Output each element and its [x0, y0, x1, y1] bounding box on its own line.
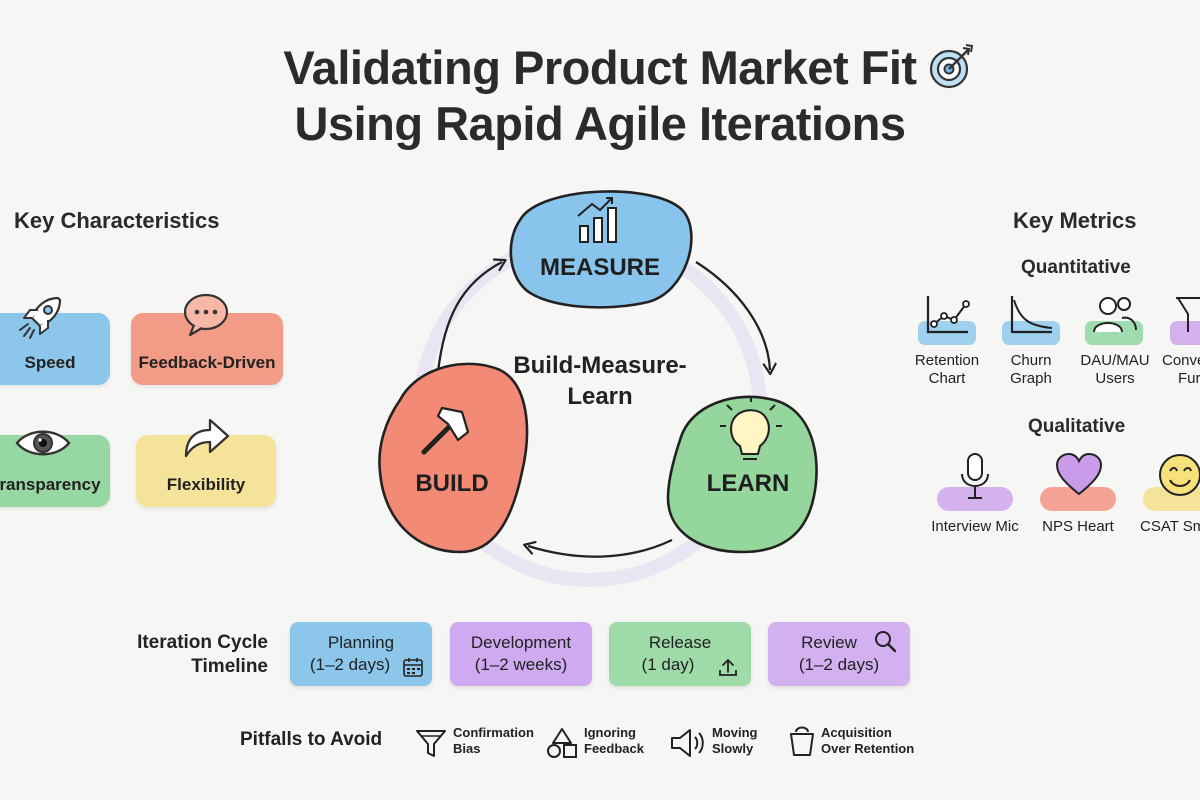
pitfall-label: Ignoring Feedback — [584, 725, 644, 757]
quantitative-heading: Quantitative — [1021, 257, 1131, 278]
pitfall-line: Slowly — [712, 741, 754, 756]
filter-funnel-icon — [416, 730, 446, 757]
timeline-line: Release — [648, 633, 712, 652]
metric-label-csat: CSAT Sm — [1140, 518, 1200, 535]
pitfalls-title: Pitfalls to Avoid — [240, 729, 383, 750]
timeline-line: Review — [801, 633, 857, 652]
metric-label-nps: NPS Heart — [1042, 518, 1114, 535]
users-icon — [1093, 297, 1137, 333]
hammer-icon — [421, 406, 470, 455]
rocket-icon — [19, 296, 62, 339]
arrow-build-to-measure — [436, 262, 502, 373]
metric-label-retention: Retention Chart — [902, 352, 992, 388]
timeline-line: (1–2 days) — [798, 655, 880, 674]
bar-chart-icon — [577, 197, 617, 243]
metric-line: Retention — [914, 352, 980, 369]
timeline-title-line-1: Iteration Cycle — [137, 632, 268, 653]
cycle-diagram — [378, 190, 818, 587]
metric-label-dau: DAU/MAU Users — [1070, 352, 1160, 388]
cycle-center-label: Build-Measure- Learn — [490, 350, 710, 412]
shapes-icon — [547, 728, 577, 758]
metric-label-interview: Interview Mic — [931, 518, 1019, 535]
timeline-line: Development — [470, 633, 572, 652]
pitfall-label: Moving Slowly — [712, 725, 758, 757]
pitfall-line: Over Retention — [821, 741, 915, 756]
microphone-icon — [961, 453, 989, 499]
upload-icon — [719, 659, 737, 676]
metric-line: Conve — [1162, 352, 1200, 369]
timeline-card-development: Development (1–2 weeks) — [450, 622, 592, 686]
speech-bubble-icon — [183, 293, 229, 337]
qualitative-heading: Qualitative — [1028, 416, 1126, 437]
timeline-card-review: Review (1–2 days) — [768, 622, 910, 686]
title-line-1: Validating Product Market Fit — [283, 41, 917, 94]
pitfall-line: Confirmation — [453, 725, 534, 740]
metric-line: Graph — [1010, 370, 1052, 387]
page-title: Validating Product Market Fit Using Rapi… — [0, 40, 1200, 152]
lightbulb-icon — [720, 396, 782, 460]
metric-line: Churn — [1010, 352, 1052, 369]
cycle-center-line-1: Build-Measure- — [513, 352, 687, 379]
characteristic-card-speed: Speed — [0, 313, 110, 385]
decay-curve-icon — [1010, 296, 1053, 334]
pitfall-line: Acquisition — [821, 725, 892, 740]
timeline-title-line-2: Timeline — [191, 656, 268, 677]
pitfall-line: Moving — [712, 725, 758, 740]
target-icon — [929, 44, 974, 89]
metric-line: Users — [1095, 370, 1135, 387]
metric-label-churn: Churn Graph — [986, 352, 1076, 388]
cycle-center-line-2: Learn — [567, 383, 633, 410]
timeline-line: Planning — [327, 633, 395, 652]
calendar-icon — [403, 658, 423, 677]
timeline-line: (1–2 days) — [309, 655, 391, 674]
metrics-heading: Key Metrics — [1013, 208, 1137, 233]
learn-label: LEARN — [706, 470, 790, 497]
eye-icon — [15, 430, 71, 456]
funnel-icon — [1176, 297, 1200, 332]
characteristic-label: ransparency — [0, 475, 101, 494]
pitfall-line: Bias — [453, 741, 481, 756]
metric-label-conversion: Conve Fur — [1162, 352, 1200, 388]
arrow-learn-to-build — [528, 538, 673, 558]
speaker-icon — [671, 729, 704, 757]
measure-label: MEASURE — [539, 254, 660, 281]
smiley-icon — [1159, 454, 1200, 496]
timeline-line: (1–2 weeks) — [474, 655, 568, 674]
characteristic-card-flexibility: Flexibility — [136, 435, 276, 507]
metric-bg — [1170, 321, 1200, 345]
line-chart-icon — [926, 296, 970, 334]
timeline-card-planning: Planning (1–2 days) — [290, 622, 432, 686]
pitfall-label: Confirmation Bias — [453, 725, 534, 757]
pitfall-line: Feedback — [584, 741, 644, 756]
build-label: BUILD — [415, 470, 489, 497]
characteristic-label: Flexibility — [166, 475, 246, 494]
metric-line: Fur — [1178, 370, 1200, 387]
curved-arrow-icon — [184, 418, 230, 458]
characteristic-label: Speed — [24, 353, 76, 372]
pitfall-label: Acquisition Over Retention — [821, 725, 914, 757]
metric-line: Chart — [928, 370, 966, 387]
title-line-2: Using Rapid Agile Iterations — [294, 97, 907, 150]
timeline-line: (1 day) — [641, 655, 695, 674]
characteristic-label: Feedback-Driven — [138, 353, 276, 372]
measure-blob — [509, 190, 693, 309]
timeline-card-release: Release (1 day) — [609, 622, 751, 686]
metric-line: DAU/MAU — [1080, 352, 1150, 369]
characteristics-heading: Key Characteristics — [14, 208, 220, 233]
heart-icon — [1055, 452, 1103, 496]
build-blob — [378, 362, 529, 554]
arrow-measure-to-learn — [695, 261, 770, 370]
timeline-title: Iteration Cycle Timeline — [100, 631, 268, 679]
pitfall-line: Ignoring — [584, 725, 636, 740]
bucket-icon — [790, 726, 814, 756]
magnifier-icon — [875, 631, 897, 653]
